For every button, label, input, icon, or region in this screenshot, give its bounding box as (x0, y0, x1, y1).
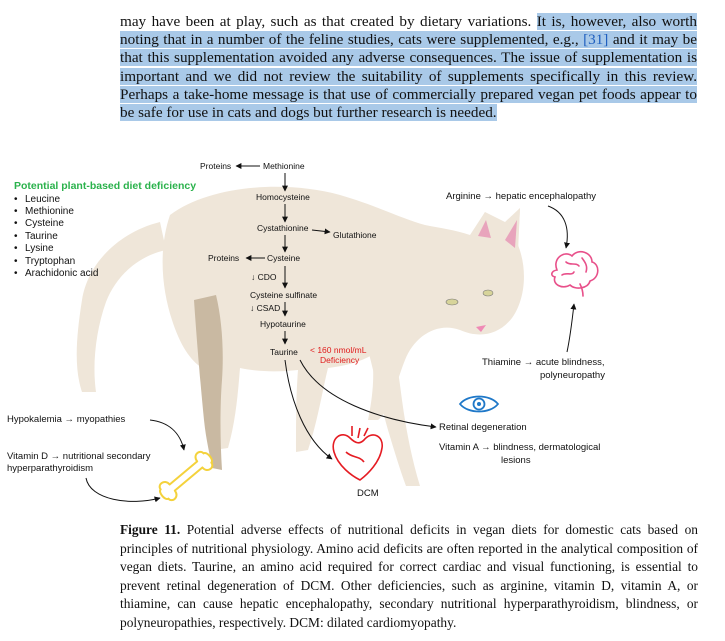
homocysteine-label: Homocysteine (256, 192, 310, 202)
deficiency-bullet: • (14, 256, 18, 267)
deficiency-bullet: • (14, 268, 18, 279)
vitamin-a-outcome-line2: lesions (501, 455, 531, 466)
deficiency-item: Arachidonic acid (25, 268, 98, 279)
cystathionine-label: Cystathionine (257, 223, 309, 233)
figure-caption: Figure 11. Potential adverse effects of … (120, 521, 698, 633)
caption-label: Figure 11. (120, 522, 181, 537)
eye-icon (458, 395, 500, 413)
deficiency-item: Tryptophan (25, 256, 75, 267)
cat-ear-left-inner (478, 220, 491, 238)
cat-eye-left (445, 298, 459, 306)
body-paragraph: may have been at play, such as that crea… (120, 13, 697, 122)
hypokalemia-outcome: Hypokalemia → myopathies (7, 414, 126, 425)
proteins-top-label: Proteins (200, 161, 231, 171)
citation-link[interactable]: [31] (583, 31, 609, 49)
paragraph-plain: may have been at play, such as that crea… (120, 13, 537, 30)
cat-illustration (76, 186, 524, 486)
vitamin-d-outcome-line2: hyperparathyroidism (7, 463, 93, 474)
arrow-hypokalemia (149, 419, 186, 451)
heart-icon (332, 426, 383, 481)
cat-body (162, 186, 524, 452)
thiamine-outcome-line2: polyneuropathy (540, 370, 605, 381)
cat-tail (76, 222, 166, 392)
csad-label: ↓ CSAD (250, 303, 280, 313)
arginine-outcome: Arginine → hepatic encephalopathy (446, 191, 596, 202)
proteins-mid-label: Proteins (208, 253, 239, 263)
glutathione-label: Glutathione (333, 230, 377, 240)
cdo-label: ↓ CDO (251, 272, 277, 282)
brain-icon (551, 250, 599, 297)
deficiency-item: Taurine (25, 231, 58, 242)
cat-nose (476, 325, 486, 332)
deficiency-bullet: • (14, 218, 18, 229)
retinal-degeneration-label: Retinal degeneration (439, 422, 527, 433)
deficiency-title: Potential plant-based diet deficiency (14, 180, 196, 192)
arrow-taurine-to-retinal (299, 359, 437, 430)
vitamin-a-outcome-line1: Vitamin A → blindness, dermatological (439, 442, 600, 453)
figure-11: Potential plant-based diet deficiency • … (7, 161, 605, 503)
deficiency-item: Leucine (25, 194, 60, 205)
deficiency-label: Deficiency (320, 355, 360, 365)
methionine-label: Methionine (263, 161, 305, 171)
arrow-to-glutathione (311, 228, 331, 235)
cysteine-label: Cysteine (267, 253, 300, 263)
deficiency-bullet: • (14, 194, 18, 205)
hypotaurine-label: Hypotaurine (260, 319, 306, 329)
deficiency-threshold: < 160 nmol/mL (310, 345, 367, 355)
cat-eye-right (482, 289, 494, 297)
bone-icon (158, 450, 214, 502)
arrow-arginine-to-brain (547, 205, 570, 249)
arrow-vitamin-d (85, 477, 161, 503)
thiamine-outcome-line1: Thiamine → acute blindness, (482, 357, 605, 368)
arrow-thiamine-to-brain (566, 303, 577, 353)
deficiency-bullet: • (14, 231, 18, 242)
deficiency-list: • Leucine • Methionine • Cysteine • Taur… (14, 194, 98, 279)
cat-hind-leg-shadow (194, 295, 223, 470)
cysteine-sulfinate-label: Cysteine sulfinate (250, 290, 317, 300)
deficiency-bullet: • (14, 243, 18, 254)
taurine-label: Taurine (270, 347, 298, 357)
deficiency-item: Lysine (25, 243, 54, 254)
cat-ear-right-inner (505, 220, 517, 248)
deficiency-bullet: • (14, 206, 18, 217)
caption-text: Potential adverse effects of nutritional… (120, 522, 698, 630)
deficiency-item: Cysteine (25, 218, 64, 229)
dcm-label: DCM (357, 488, 379, 499)
cat-front-leg (362, 330, 420, 486)
arrow-taurine-to-dcm (284, 359, 333, 460)
deficiency-item: Methionine (25, 206, 74, 217)
vitamin-d-outcome-line1: Vitamin D → nutritional secondary (7, 451, 151, 462)
metabolic-pathway: Proteins Methionine Homocysteine Cystath… (200, 161, 377, 357)
